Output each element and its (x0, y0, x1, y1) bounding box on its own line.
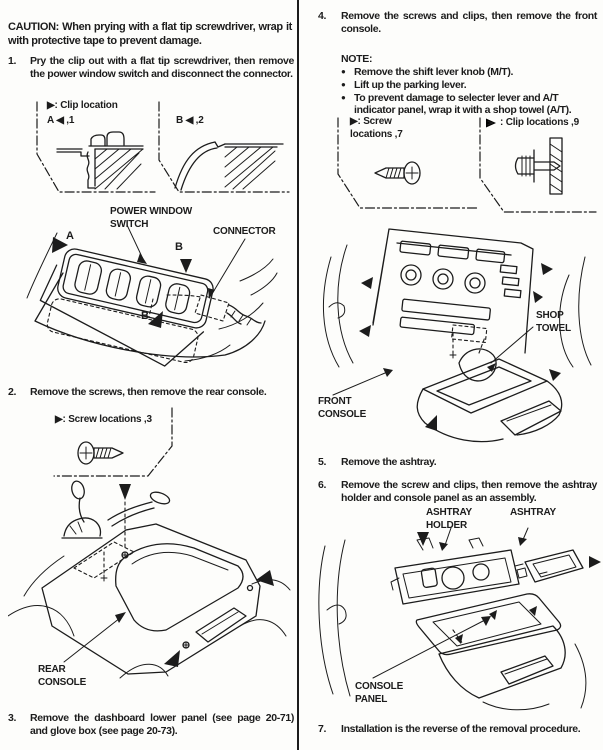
note-list: ● Remove the shift lever knob (M/T). ● L… (341, 66, 598, 117)
step-2: 2. Remove the screws, then remove the re… (8, 386, 294, 399)
step-6: 6. Remove the screw and clips, then remo… (318, 479, 597, 505)
clip-location-cross-section-diagram (36, 101, 290, 193)
shop-towel-label: SHOP TOWEL (536, 310, 571, 334)
step-4-number: 4. (318, 10, 327, 22)
bullet-icon: ● (341, 92, 346, 102)
step-7-number: 7. (318, 723, 327, 735)
note-bullet-1: ● Remove the shift lever knob (M/T). (341, 66, 514, 78)
clip-location-b-label: B ◀ ,2 (176, 115, 204, 126)
ashtray-holder-label: ASHTRAY HOLDER (426, 507, 473, 531)
step-2-text: Remove the screws, then remove the rear … (30, 386, 267, 398)
clip-locations-front-legend: : Clip locations ,9 (484, 116, 579, 129)
rear-console-diagram (8, 480, 291, 679)
screw-icon (374, 161, 421, 185)
screw-locations-front-legend: ▶: Screw locations ,7 (350, 116, 403, 140)
power-window-switch-label: POWER WINDOW SWITCH (110, 206, 193, 230)
bullet-icon: ● (341, 79, 346, 89)
power-window-switch-diagram (26, 224, 278, 367)
step-1-text: Pry the clip out with a flat tip screwdr… (30, 55, 294, 80)
connector-label: CONNECTOR (213, 226, 276, 237)
step-7-text: Installation is the reverse of the remov… (341, 723, 581, 735)
step-5-number: 5. (318, 456, 327, 468)
screw-location-frame (53, 407, 173, 477)
step-5: 5. Remove the ashtray. (318, 456, 597, 469)
marker-b-bottom-label: B (141, 310, 149, 322)
front-console-label: FRONT CONSOLE (318, 396, 367, 420)
screw-icon (77, 441, 124, 465)
clip-location-legend: ▶: Clip location (47, 100, 118, 111)
step-6-number: 6. (318, 479, 327, 491)
ashtray-label: ASHTRAY (510, 507, 557, 518)
note-bullet-3: ● To prevent damage to selecter lever an… (341, 91, 572, 117)
note-bullet-2: ● Lift up the parking lever. (341, 78, 467, 91)
console-panel-label: CONSOLE PANEL (355, 681, 404, 705)
step-5-text: Remove the ashtray. (341, 456, 437, 468)
note-title: NOTE: (341, 53, 373, 65)
step-1-number: 1. (8, 55, 17, 67)
screw-clip-location-frame (337, 117, 597, 213)
step-2-number: 2. (8, 386, 17, 398)
step-7: 7. Installation is the reverse of the re… (318, 723, 600, 736)
marker-a-label: A (66, 230, 74, 242)
step-4-text: Remove the screws and clips, then remove… (341, 10, 597, 35)
front-console-diagram (323, 228, 592, 443)
step-1: 1. Pry the clip out with a flat tip scre… (8, 55, 294, 81)
clip-symbol-icon (486, 118, 496, 128)
clip-icon (514, 137, 563, 195)
step-4: 4. Remove the screws and clips, then rem… (318, 10, 597, 36)
step-3-number: 3. (8, 712, 17, 724)
screw-locations-rear-legend: ▶: Screw locations ,3 (55, 414, 152, 425)
caution-text: CAUTION: When prying with a flat tip scr… (8, 21, 292, 47)
step-6-text: Remove the screw and clips, then remove … (341, 479, 597, 504)
step-3: 3. Remove the dashboard lower panel (see… (8, 712, 294, 738)
column-divider (297, 0, 299, 750)
rear-console-label: REAR CONSOLE (38, 664, 87, 688)
bullet-icon: ● (341, 67, 346, 76)
ashtray-console-panel-diagram (318, 527, 601, 711)
marker-b-top-label: B (175, 241, 183, 253)
clip-location-a-label: A ◀ ,1 (47, 115, 75, 126)
step-3-text: Remove the dashboard lower panel (see pa… (30, 712, 294, 737)
